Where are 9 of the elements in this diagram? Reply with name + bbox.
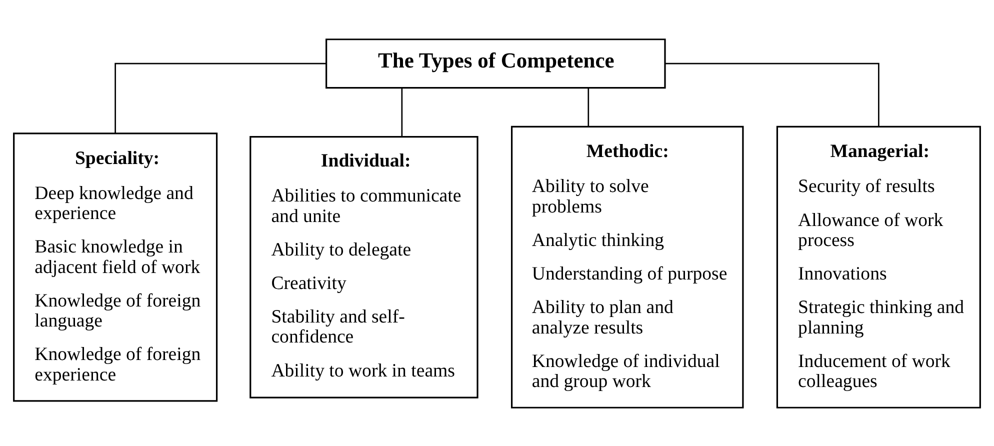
- node-box: Speciality: Deep knowledge and experience Basic knowledge in adjacent field of work Knowledge of foreign language Knowledge of foreign experience: [13, 132, 218, 402]
- node-box: The Types of Competence: [326, 38, 666, 88]
- node-box: Methodic: Ability to solve problems Analytic thinking Understanding of purpose Ability to plan and analyze results Knowledge of individual and group work: [510, 125, 744, 408]
- connector: [114, 62, 326, 133]
- connector: [665, 62, 880, 126]
- connector: [401, 88, 403, 136]
- node-box: Managerial: Security of results Allowance of work process Innovations Strategic thinking and planning Inducement of work colleagues: [776, 125, 981, 408]
- node-box: Individual: Abilities to communicate and unite Ability to delegate Creativity Stability and self-confidence Ability to work in teams: [250, 136, 478, 398]
- connector: [588, 88, 590, 126]
